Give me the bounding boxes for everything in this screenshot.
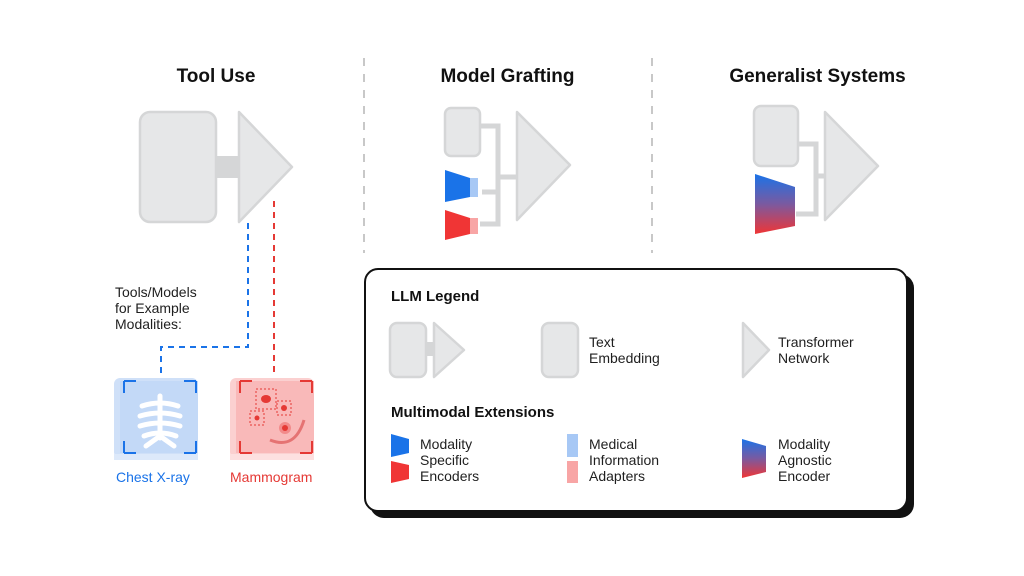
modality-agnostic-encoder <box>755 174 795 234</box>
legend-transformer-network-icon <box>741 321 771 379</box>
transformer-network-triangle <box>515 110 572 222</box>
legend-modality-agnostic-encoder-label: Modality Agnostic Encoder <box>778 436 832 484</box>
legend-medical-information-adapters-label: Medical Information Adapters <box>589 436 659 484</box>
legend-label-line: Modality <box>420 436 473 452</box>
red-adapter <box>470 218 478 234</box>
legend-text-embedding-label: Text Embedding <box>589 334 660 366</box>
tool-use-note: Tools/Models for Example Modalities: <box>115 284 197 332</box>
legend-label-line: Modality <box>778 436 831 452</box>
text-embedding-block <box>443 106 482 158</box>
generalist-systems-diagram <box>752 104 880 234</box>
legend-modality-agnostic-encoder-icon <box>742 439 766 478</box>
chest-xray-label: Chest X-ray <box>116 469 190 485</box>
multimodal-extensions-title: Multimodal Extensions <box>391 404 555 421</box>
llm-legend-panel <box>364 268 908 512</box>
model-grafting-title: Model Grafting <box>440 66 575 87</box>
note-line: Tools/Models <box>115 284 197 300</box>
legend-label-line: Medical <box>589 436 638 452</box>
mammogram-icon[interactable] <box>230 378 316 460</box>
section-divider <box>651 58 653 253</box>
legend-label-line: Agnostic <box>778 452 832 468</box>
legend-transformer-network-label: Transformer Network <box>778 334 854 366</box>
legend-modality-specific-encoders-label: Modality Specific Encoders <box>420 436 479 484</box>
text-embedding-block <box>138 110 218 224</box>
legend-label-line: Transformer <box>778 334 854 350</box>
legend-text-embedding-icon <box>540 321 580 379</box>
tool-link-lines <box>160 201 275 375</box>
blue-adapter <box>470 178 478 197</box>
transformer-network-triangle <box>237 110 294 224</box>
note-line: Modalities: <box>115 316 182 332</box>
tool-use-llm-diagram <box>138 110 294 224</box>
red-encoder <box>445 210 470 240</box>
legend-label-line: Network <box>778 350 830 366</box>
legend-llm-icon <box>388 321 466 379</box>
legend-medical-information-adapters-icon <box>567 434 578 483</box>
legend-label-line: Information <box>589 452 660 468</box>
blue-encoder <box>445 170 470 202</box>
llm-legend-title: LLM Legend <box>391 288 480 305</box>
text-embedding-block <box>752 104 800 168</box>
legend-label-line: Embedding <box>589 350 660 366</box>
legend-label-line: Encoder <box>778 468 831 484</box>
section-divider <box>363 58 365 253</box>
note-line: for Example <box>115 300 190 316</box>
legend-label-line: Text <box>589 334 615 350</box>
generalist-systems-title: Generalist Systems <box>729 66 906 87</box>
tool-use-title: Tool Use <box>176 66 256 87</box>
legend-label-line: Encoders <box>420 468 480 484</box>
mammogram-label: Mammogram <box>230 469 313 485</box>
connector <box>214 156 240 178</box>
model-grafting-diagram <box>443 106 572 240</box>
legend-modality-specific-encoders-icon <box>391 434 409 483</box>
legend-label-line: Specific <box>420 452 470 468</box>
transformer-network-triangle <box>823 110 880 222</box>
legend-label-line: Adapters <box>589 468 646 484</box>
chest-xray-icon[interactable] <box>114 378 200 460</box>
